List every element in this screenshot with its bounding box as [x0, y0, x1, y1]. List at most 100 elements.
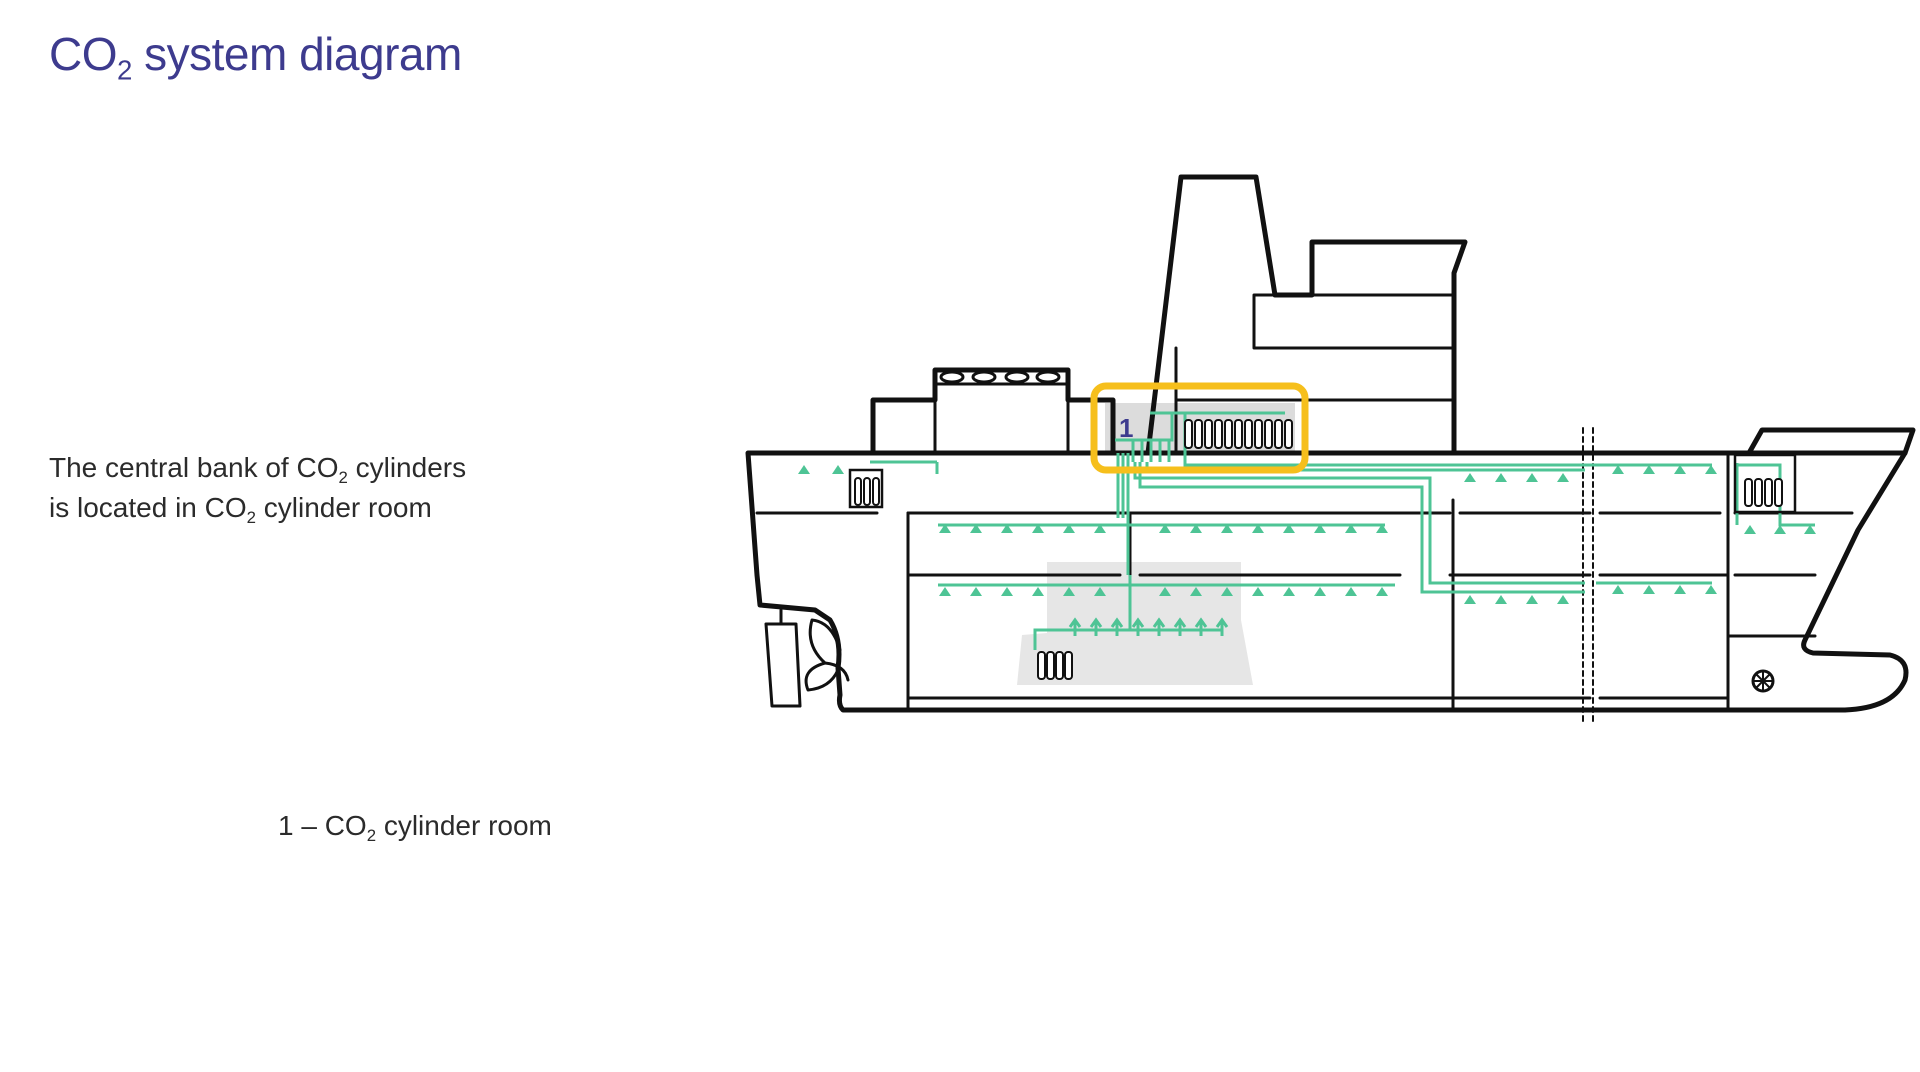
nozzle [1464, 595, 1476, 604]
legend-sub: 2 [366, 825, 377, 845]
nozzle [1283, 524, 1295, 533]
gas-cylinder [1204, 419, 1213, 449]
nozzle [939, 587, 951, 596]
nozzle [1345, 524, 1357, 533]
nozzle [970, 587, 982, 596]
gas-cylinder [1184, 419, 1193, 449]
nozzle [1063, 524, 1075, 533]
nozzle [1612, 465, 1624, 474]
description-line-2-post: cylinder room [255, 492, 432, 523]
gas-cylinder [1764, 478, 1773, 507]
cylinder-room-highlight[interactable] [1090, 382, 1309, 474]
gas-cylinder [1055, 651, 1064, 680]
gas-cylinder [1234, 419, 1243, 449]
nozzle [1345, 587, 1357, 596]
description-line-2-sub: 2 [246, 507, 256, 527]
nozzle [1001, 587, 1013, 596]
legend-pre: 1 – CO [278, 810, 367, 841]
nozzle [1283, 587, 1295, 596]
nozzle [1376, 587, 1388, 596]
porthole [939, 370, 965, 384]
nozzle [1804, 525, 1816, 534]
nozzle-arrow [1089, 617, 1103, 636]
nozzle [1190, 524, 1202, 533]
nozzle [1495, 595, 1507, 604]
nozzle [1557, 473, 1569, 482]
nozzle-arrow [1131, 617, 1145, 636]
nozzle [1464, 473, 1476, 482]
gas-cylinder [1284, 419, 1293, 449]
nozzle [939, 524, 951, 533]
gas-cylinder [1254, 419, 1263, 449]
superstructure [1174, 293, 1456, 455]
nozzle [1221, 524, 1233, 533]
nozzle [1314, 587, 1326, 596]
nozzle [1252, 524, 1264, 533]
gas-cylinder [1774, 478, 1783, 507]
description-line-2-pre: is located in CO [49, 492, 247, 523]
description-line-1-sub: 2 [338, 467, 348, 487]
portholes [939, 370, 1061, 384]
title-co: CO [49, 28, 118, 80]
bow-thruster-icon [1751, 669, 1775, 693]
legend-post: cylinder room [376, 810, 552, 841]
section-break [1582, 427, 1594, 726]
aft-deckhouse-inner [933, 382, 1070, 455]
nozzle [1705, 465, 1717, 474]
bow-forecastle [1746, 427, 1916, 456]
nozzle [1001, 524, 1013, 533]
legend-item: 1 – CO2 cylinder room [278, 806, 552, 846]
nozzle [1705, 585, 1717, 594]
gas-cylinder [872, 477, 880, 506]
nozzle-arrow [1152, 617, 1166, 636]
nozzle [1557, 595, 1569, 604]
gas-cylinder [1194, 419, 1203, 449]
nozzle [1612, 585, 1624, 594]
gas-cylinder [1244, 419, 1253, 449]
co2-piping [870, 411, 1815, 650]
nozzle [1774, 525, 1786, 534]
page-title: CO2 system diagram [49, 22, 462, 86]
nozzle [1495, 473, 1507, 482]
nozzle [1032, 524, 1044, 533]
gas-cylinder [1064, 651, 1073, 680]
nozzle [1094, 587, 1106, 596]
gas-cylinder [1754, 478, 1763, 507]
ship-hull [745, 174, 1916, 726]
nozzle [1252, 587, 1264, 596]
nozzle [1032, 587, 1044, 596]
room-marker-1: 1 [1119, 413, 1133, 443]
nozzle [1190, 587, 1202, 596]
gas-cylinder [1214, 419, 1223, 449]
nozzle [1526, 595, 1538, 604]
porthole [1035, 370, 1061, 384]
aft-deckhouse [870, 367, 1116, 456]
cylinder-frames [848, 453, 1797, 514]
description-line-1-pre: The central bank of CO [49, 452, 339, 483]
nozzle [1314, 524, 1326, 533]
rudder-icon [764, 608, 802, 708]
nozzle [832, 465, 844, 474]
nozzle-arrow [1110, 617, 1124, 636]
gas-cylinder [1037, 651, 1046, 680]
nozzle [970, 524, 982, 533]
nozzle [1744, 525, 1756, 534]
nozzle [1526, 473, 1538, 482]
gas-cylinder [1046, 651, 1055, 680]
nozzle [1159, 587, 1171, 596]
propeller-icon [804, 618, 850, 692]
description-line-2: is located in CO2 cylinder room [49, 488, 466, 528]
gas-cylinder [863, 477, 871, 506]
nozzle [1159, 524, 1171, 533]
nozzle [1376, 524, 1388, 533]
bulkheads [906, 451, 1817, 710]
nozzle [1674, 585, 1686, 594]
nozzle-arrow [1194, 617, 1208, 636]
porthole [1004, 370, 1030, 384]
nozzle [1221, 587, 1233, 596]
description-line-1-post: cylinders [347, 452, 467, 483]
nozzle [1674, 465, 1686, 474]
description-text: The central bank of CO2 cylinders is loc… [49, 448, 466, 528]
nozzle-arrow [1173, 617, 1187, 636]
